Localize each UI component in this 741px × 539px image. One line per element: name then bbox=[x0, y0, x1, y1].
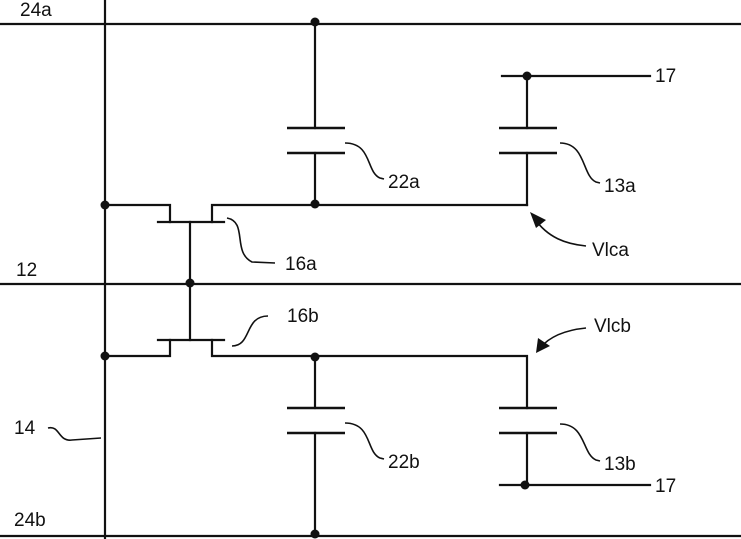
leader-16a bbox=[227, 218, 275, 263]
junction-dot bbox=[521, 481, 530, 490]
label-12: 12 bbox=[16, 260, 37, 281]
junction-dot bbox=[311, 530, 320, 539]
label-13b: 13b bbox=[604, 454, 636, 475]
label-17-bottom: 17 bbox=[655, 476, 676, 497]
label-22b: 22b bbox=[388, 452, 420, 473]
label-13a: 13a bbox=[604, 176, 636, 197]
junction-dot bbox=[311, 18, 320, 27]
label-16b: 16b bbox=[287, 306, 319, 327]
leader-13b bbox=[560, 424, 600, 461]
label-22a: 22a bbox=[388, 172, 420, 193]
tft-16b-source bbox=[105, 340, 170, 356]
tft-16a-drain bbox=[212, 205, 527, 222]
label-24a: 24a bbox=[20, 0, 52, 21]
tft-16b-drain bbox=[212, 340, 527, 408]
label-24b: 24b bbox=[14, 510, 46, 531]
label-vlca: Vlca bbox=[592, 240, 629, 261]
junction-dot bbox=[101, 201, 110, 210]
arrow-vlca-head bbox=[530, 212, 546, 228]
junction-dot bbox=[186, 279, 195, 288]
label-vlcb: Vlcb bbox=[594, 316, 631, 337]
leader-22a bbox=[345, 143, 384, 179]
junction-dot bbox=[101, 352, 110, 361]
label-16a: 16a bbox=[285, 254, 317, 275]
tft-16a-source bbox=[105, 205, 170, 222]
leader-22b bbox=[345, 423, 384, 459]
leader-14 bbox=[48, 428, 101, 441]
leader-16b bbox=[232, 316, 268, 346]
label-17-top: 17 bbox=[655, 66, 676, 87]
leader-13a bbox=[560, 143, 600, 183]
label-14: 14 bbox=[14, 418, 36, 439]
